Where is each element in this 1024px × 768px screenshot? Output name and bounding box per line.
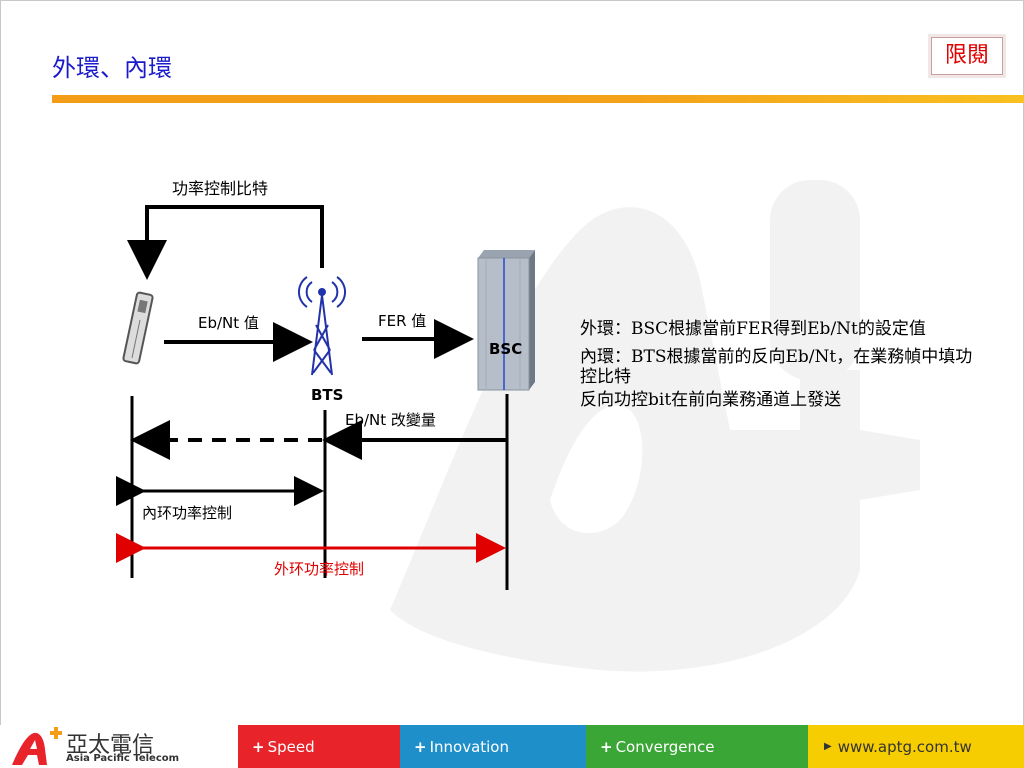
tag-speed: +Speed — [238, 725, 400, 768]
plus-icon: + — [600, 737, 613, 756]
outer-loop-label: 外环功率控制 — [274, 560, 364, 578]
fer-value-label: FER 值 — [378, 312, 426, 330]
aptg-logo: 亞太電信 Asia Pacific Telecom — [0, 725, 238, 768]
page-title: 外環、內環 — [52, 54, 172, 82]
a-plus-logo-icon — [12, 727, 62, 765]
plus-icon: + — [252, 737, 265, 756]
description-text: 外環：BSC根據當前FER得到Eb/Nt的設定值 內環：BTS根據當前的反向Eb… — [580, 316, 980, 414]
inner-loop-label: 內环功率控制 — [142, 504, 232, 522]
restricted-stamp: 限閱 — [931, 37, 1003, 75]
tag-innovation-label: Innovation — [429, 737, 509, 756]
brand-name-cn: 亞太電信 — [66, 733, 155, 758]
tag-convergence-label: Convergence — [615, 737, 715, 756]
plus-icon: + — [414, 737, 427, 756]
bsc-label: BSC — [489, 340, 522, 358]
tag-innovation: +Innovation — [400, 725, 586, 768]
feedback-arrow — [127, 205, 324, 280]
website-label: www.aptg.com.tw — [837, 737, 972, 756]
ebnt-value-label: Eb/Nt 值 — [198, 314, 259, 332]
power-control-bit-label: 功率控制比特 — [172, 179, 268, 198]
power-control-diagram: 功率控制比特 Eb/Nt 值 BTS FER 值 BSC — [116, 179, 535, 590]
title-underline — [52, 95, 1024, 103]
mobile-phone-icon — [122, 291, 154, 365]
bts-tower-icon — [298, 276, 346, 376]
bts-label: BTS — [311, 386, 343, 404]
brand-name-en: Asia Pacific Telecom — [66, 753, 180, 764]
inner-loop-description: 內環：BTS根據當前的反向Eb/Nt，在業務幀中填功控比特 — [580, 347, 973, 387]
triangle-right-icon: ▶ — [824, 741, 832, 752]
reverse-bit-description: 反向功控bit在前向業務通道上發送 — [580, 390, 842, 410]
tag-speed-label: Speed — [267, 737, 315, 756]
tag-convergence: +Convergence — [586, 725, 808, 768]
ebnt-change-label: Eb/Nt 改變量 — [345, 411, 436, 429]
outer-loop-description: 外環：BSC根據當前FER得到Eb/Nt的設定值 — [580, 319, 926, 339]
website-link[interactable]: ▶ www.aptg.com.tw — [808, 725, 1024, 768]
footer-bar: 亞太電信 Asia Pacific Telecom +Speed +Innova… — [0, 725, 1024, 768]
bsc-cabinet-icon — [477, 250, 535, 391]
